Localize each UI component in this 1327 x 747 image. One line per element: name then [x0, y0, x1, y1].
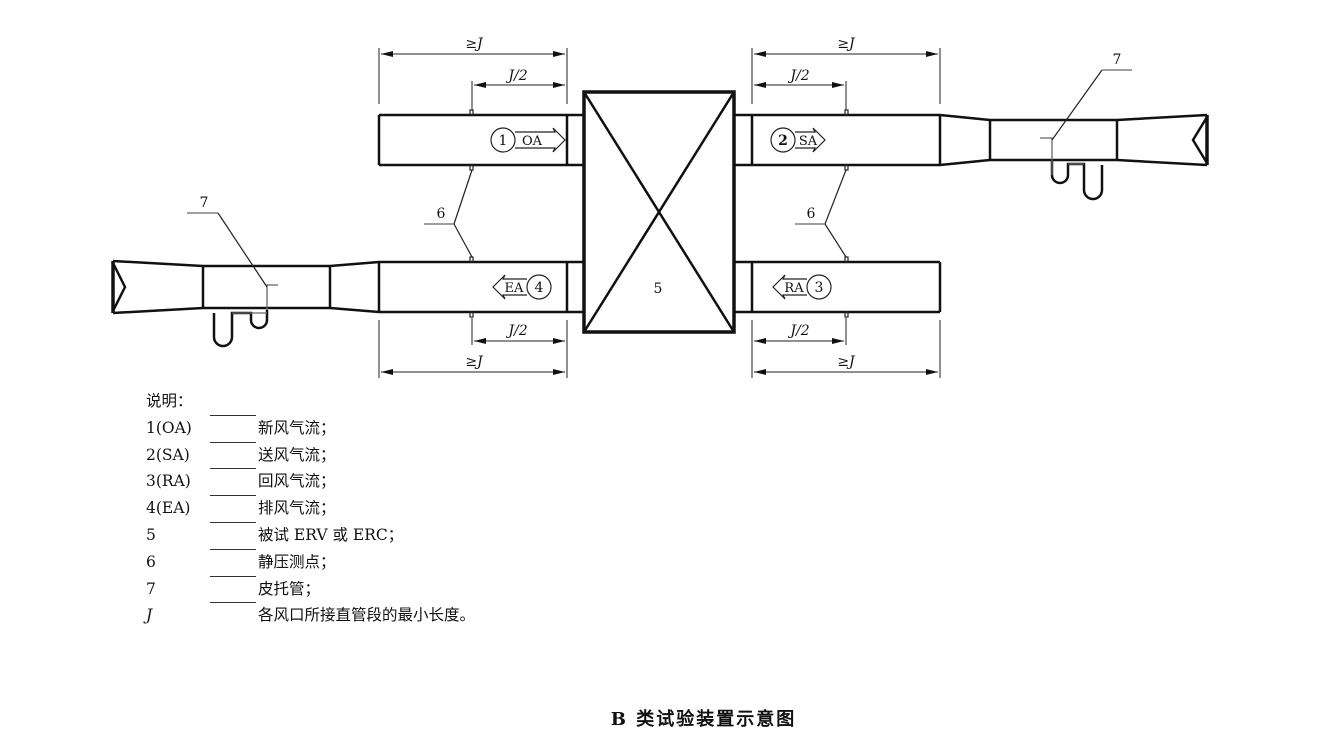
- dim-half-length: J/2: [505, 323, 527, 339]
- airflow-ea-number: 4: [535, 280, 544, 296]
- legend-code: J: [146, 606, 153, 625]
- callout-static-right: 6: [807, 206, 816, 222]
- legend-dash: [210, 441, 256, 443]
- legend-title: 说明：: [146, 392, 193, 410]
- legend-item: 3(RA) 回风气流；: [146, 468, 475, 495]
- legend-item: 2(SA) 送风气流；: [146, 441, 475, 469]
- pitot-tube-right: 7: [1040, 52, 1132, 201]
- dim-min-length: ≥J: [465, 354, 484, 370]
- legend-dash: [210, 468, 256, 470]
- airflow-sa-code: SA: [799, 134, 818, 149]
- legend-desc: 送风气流；: [258, 445, 336, 464]
- legend-code: 2(SA): [146, 445, 190, 464]
- legend-dash: [210, 575, 256, 577]
- dimension-ra: J/2 ≥J: [751, 318, 941, 378]
- legend-desc: 新风气流；: [258, 418, 336, 437]
- legend-dash: [210, 495, 256, 497]
- airflow-ra-marker: 3 RA: [772, 274, 832, 300]
- legend-item: 1(OA) 新风气流；: [146, 414, 475, 442]
- duct-sa: [734, 109, 1209, 171]
- legend-dash: [210, 548, 256, 550]
- airflow-oa-marker: 1 OA: [490, 127, 566, 153]
- legend-item: J 各风口所接直管段的最小长度。: [146, 602, 475, 629]
- airflow-sa-number: 2: [778, 133, 788, 149]
- legend: 说明： 1(OA) 新风气流； 2(SA) 送风气流； 3(RA) 回风气流； 4(E…: [146, 388, 475, 629]
- duct-ra: [734, 256, 942, 318]
- airflow-oa-number: 1: [499, 133, 508, 149]
- dim-half-length: J/2: [505, 68, 527, 84]
- legend-code: 3(RA): [146, 472, 191, 491]
- dim-half-length: J/2: [787, 68, 809, 84]
- legend-desc: 回风气流；: [258, 472, 336, 491]
- legend-dash: [210, 414, 256, 416]
- dimension-sa: ≥J J/2: [751, 36, 941, 110]
- legend-item: 5 被试 ERV 或 ERC；: [146, 521, 475, 549]
- airflow-ra-code: RA: [784, 281, 804, 296]
- static-pressure-callout-right: 6: [795, 169, 847, 258]
- duct-ea: [111, 256, 584, 318]
- dim-min-length: ≥J: [465, 36, 484, 52]
- dim-half-length: J/2: [787, 323, 809, 339]
- static-pressure-callout-left: 6: [424, 169, 473, 258]
- legend-item: 7 皮托管；: [146, 575, 475, 603]
- dim-min-length: ≥J: [837, 354, 856, 370]
- callout-pitot-right: 7: [1113, 52, 1122, 68]
- legend-dash: [210, 521, 256, 523]
- legend-code: 4(EA): [146, 499, 191, 518]
- legend-desc: 被试 ERV 或 ERC；: [258, 525, 404, 544]
- unit-label: 5: [654, 281, 663, 297]
- pitot-tube-left: 7: [187, 195, 278, 348]
- airflow-ea-code: EA: [505, 281, 524, 296]
- dimension-ea: J/2 ≥J: [378, 318, 568, 378]
- airflow-oa-code: OA: [522, 134, 543, 149]
- legend-code: 6: [146, 552, 156, 571]
- legend-desc: 排风气流；: [258, 499, 336, 518]
- dimension-oa: ≥J J/2: [378, 36, 568, 110]
- test-apparatus-diagram: 5 ≥J J/2 1 OA: [111, 36, 1209, 378]
- figure-caption: B 类试验装置示意图: [610, 709, 797, 730]
- legend-code: 5: [146, 525, 156, 544]
- legend-code: 7: [146, 579, 156, 598]
- legend-desc: 皮托管；: [258, 579, 321, 598]
- airflow-ea-marker: 4 EA: [492, 274, 552, 300]
- erv-unit: 5: [582, 90, 736, 334]
- legend-item: 6 静压测点；: [146, 548, 475, 576]
- callout-pitot-left: 7: [200, 195, 209, 211]
- airflow-ra-number: 3: [815, 280, 824, 296]
- callout-static-left: 6: [437, 206, 446, 222]
- dim-min-length: ≥J: [837, 36, 856, 52]
- legend-desc: 静压测点；: [258, 552, 336, 571]
- duct-oa: [377, 109, 584, 171]
- legend-desc: 各风口所接直管段的最小长度。: [258, 606, 476, 625]
- airflow-sa-marker: 2 SA: [770, 127, 826, 153]
- legend-item: 4(EA) 排风气流；: [146, 495, 475, 522]
- legend-code: 1(OA): [146, 418, 192, 437]
- legend-dash: [210, 602, 256, 604]
